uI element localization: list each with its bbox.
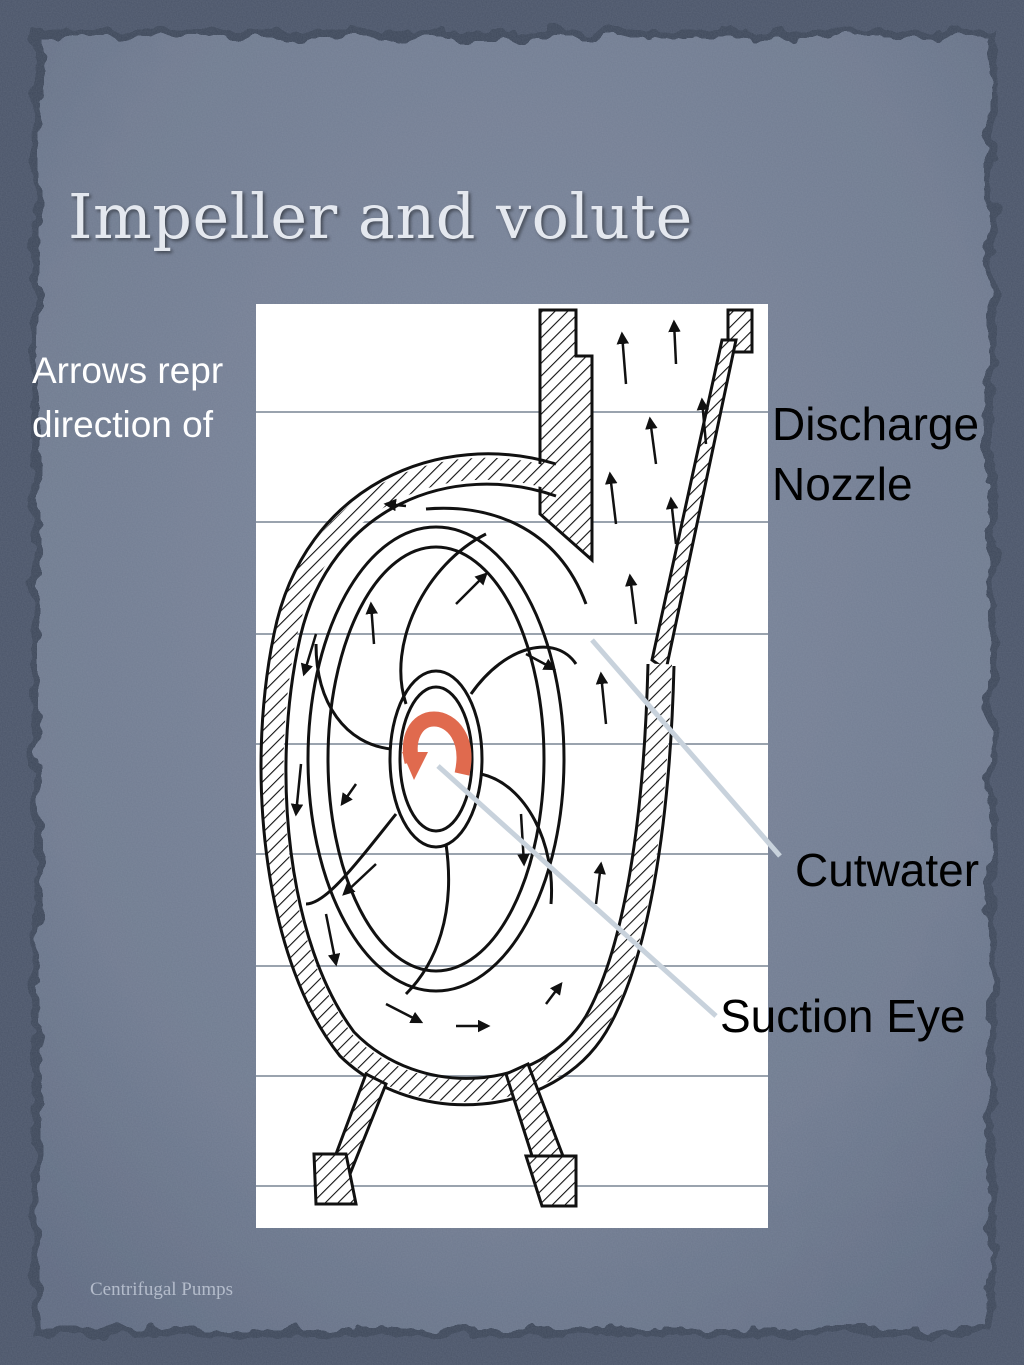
arrows-caption-line-2: direction of bbox=[32, 404, 213, 445]
slide-title: Impeller and volute bbox=[68, 180, 693, 253]
suction-feet bbox=[312, 1061, 578, 1208]
counterclockwise-rotation-arrow-icon bbox=[402, 711, 472, 780]
discharge-nozzle-label: Discharge Nozzle bbox=[772, 394, 979, 514]
slide-footer: Centrifugal Pumps bbox=[90, 1279, 234, 1300]
arrows-caption-line-1: Arrows repr bbox=[32, 350, 224, 391]
discharge-nozzle bbox=[538, 308, 754, 673]
arrows-caption: Arrows repr direction of bbox=[32, 344, 272, 452]
suction-eye-label: Suction Eye bbox=[720, 990, 966, 1042]
cutwater-label: Cutwater bbox=[795, 844, 980, 896]
pump-diagram bbox=[256, 304, 768, 1228]
discharge-label-line-2: Nozzle bbox=[772, 458, 913, 510]
discharge-label-line-1: Discharge bbox=[772, 398, 980, 450]
impeller bbox=[305, 525, 578, 996]
